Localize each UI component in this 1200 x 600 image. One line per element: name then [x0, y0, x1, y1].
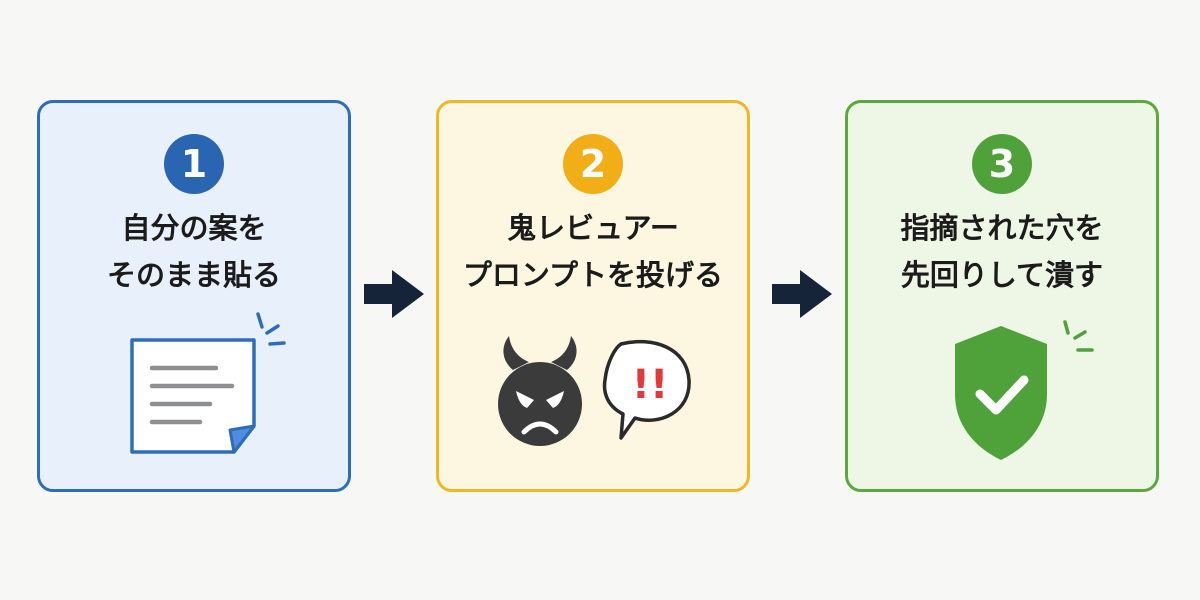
- step-title-line-2: 先回りして潰す: [900, 258, 1104, 292]
- step-title-line-2: プロンプトを投げる: [462, 258, 724, 292]
- step-number-badge: 2: [563, 134, 623, 194]
- step-title-line-1: 指摘された穴を: [900, 211, 1104, 245]
- arrow-right-icon: [772, 270, 832, 318]
- step-title-line-2: そのまま貼る: [106, 258, 281, 292]
- step-title-line-1: 鬼レビュアー: [507, 211, 679, 245]
- step-number-badge: 1: [164, 134, 224, 194]
- document-paste-icon: [130, 312, 286, 454]
- arrow-right-icon: [364, 270, 424, 318]
- step-card-2: 2 鬼レビュアー プロンプトを投げる !!: [436, 100, 750, 492]
- step-number-badge: 3: [972, 134, 1032, 194]
- speech-bubble-icon: !!: [602, 339, 691, 440]
- step-card-1: 1 自分の案を そのまま貼る: [37, 100, 351, 492]
- bubble-exclamation-text: !!: [632, 362, 668, 408]
- demon-speech-bubble-icon: !!: [498, 336, 691, 446]
- step-title-line-1: 自分の案を: [121, 211, 267, 245]
- step-title: 指摘された穴を 先回りして潰す: [848, 205, 1156, 299]
- step-title: 自分の案を そのまま貼る: [40, 205, 348, 299]
- angry-demon-icon: [498, 336, 582, 446]
- shield-check-icon: [955, 320, 1094, 460]
- step-title: 鬼レビュアー プロンプトを投げる: [439, 205, 747, 299]
- step-card-3: 3 指摘された穴を 先回りして潰す: [845, 100, 1159, 492]
